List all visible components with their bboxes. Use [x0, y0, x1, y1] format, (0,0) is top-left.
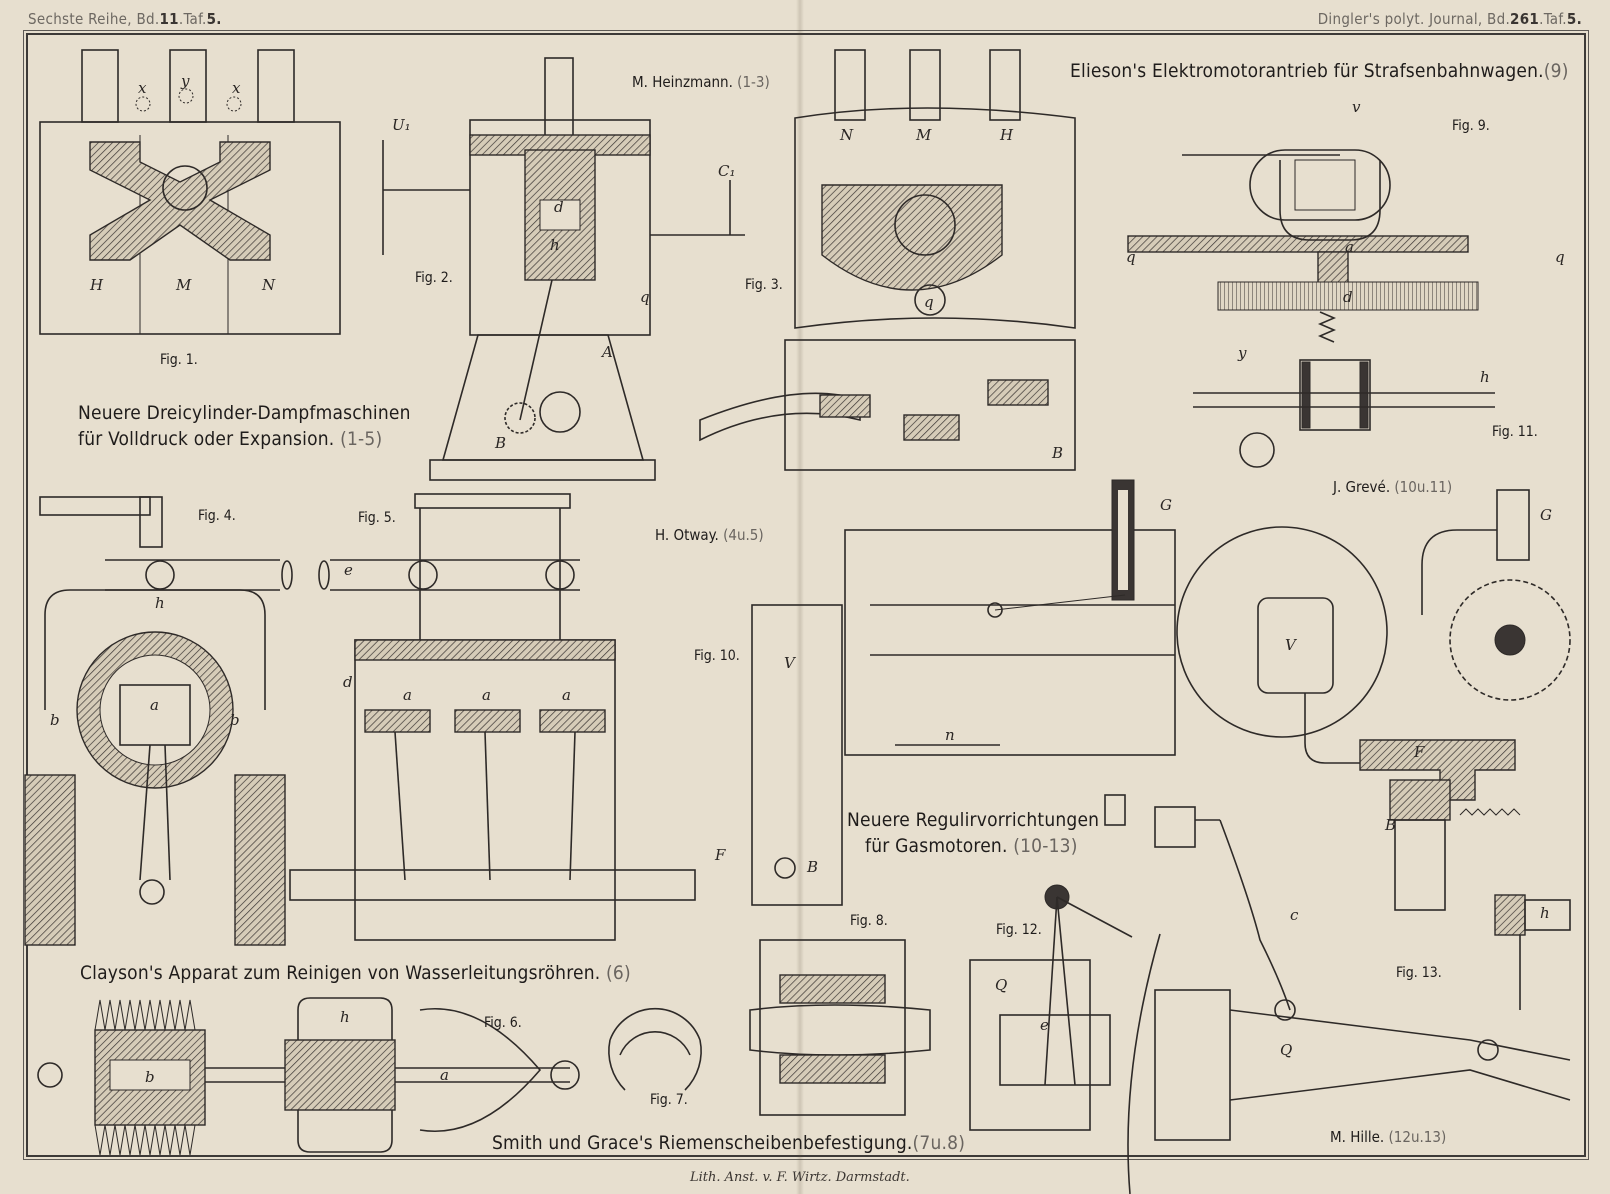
fig10-drawing: V GnF B [714, 479, 1176, 906]
svg-text:V: V [784, 654, 797, 672]
fig11-label: Fig. 11. [1492, 424, 1538, 440]
svg-text:b: b [145, 1068, 155, 1086]
fig13-drawing: Qc h [1154, 806, 1571, 1141]
svg-text:N: N [261, 276, 276, 294]
svg-text:h: h [155, 594, 165, 612]
svg-text:c: c [1290, 906, 1299, 924]
svg-text:b: b [50, 711, 60, 729]
fig7-drawing [608, 1007, 702, 1091]
plate-header-right: Dingler's polyt. Journal, Bd.261.Taf.5. [1317, 10, 1582, 28]
fig6-label: Fig. 6. [484, 1015, 522, 1031]
svg-text:B: B [1384, 816, 1396, 834]
fig2-drawing: d h qA B U₁ C₁ [382, 57, 745, 481]
svg-text:v: v [1352, 98, 1361, 116]
svg-text:M: M [915, 126, 932, 144]
fig9-drawing: a d v y h q q [1126, 98, 1565, 468]
svg-text:H: H [999, 126, 1014, 144]
svg-text:G: G [1540, 506, 1552, 524]
svg-text:Q: Q [995, 976, 1007, 994]
svg-text:q: q [1555, 248, 1565, 266]
svg-text:C₁: C₁ [718, 162, 736, 180]
svg-text:d: d [554, 198, 564, 216]
svg-text:a: a [150, 696, 159, 714]
svg-text:y: y [1237, 344, 1247, 362]
title-regulir: Neuere Regulirvorrichtungen für Gasmotor… [847, 809, 1100, 857]
author-heinzmann: M. Heinzmann. (1-3) [632, 73, 770, 91]
title-clayson: Clayson's Apparat zum Reinigen von Wasse… [80, 962, 631, 984]
svg-text:B: B [806, 858, 818, 876]
fig10-label: Fig. 10. [694, 648, 740, 664]
svg-text:e: e [344, 561, 353, 579]
svg-text:F: F [714, 846, 726, 864]
fig12-label: Fig. 12. [996, 922, 1042, 938]
svg-text:y: y [180, 72, 190, 90]
svg-text:n: n [945, 726, 955, 744]
svg-text:e: e [1040, 1016, 1049, 1034]
svg-text:b: b [230, 711, 240, 729]
plate-header-left: Sechste Reihe, Bd.11.Taf.5. [28, 10, 222, 28]
svg-text:d: d [343, 673, 353, 691]
fig9-label: Fig. 9. [1452, 118, 1490, 134]
fig6-drawing: b a h [37, 997, 580, 1156]
fig11-drawing: V G F B [1176, 489, 1571, 911]
svg-text:a: a [1345, 238, 1354, 256]
title-dampfmaschinen: Neuere Dreicylinder-Dampfmaschinen für V… [78, 402, 411, 450]
svg-text:A: A [600, 343, 613, 361]
svg-text:M: M [175, 276, 192, 294]
svg-text:a: a [562, 686, 571, 704]
svg-text:Q: Q [1280, 1041, 1292, 1059]
fig3-label: Fig. 3. [745, 277, 783, 293]
fig1-drawing: H M N x y x [39, 49, 341, 335]
svg-text:G: G [1160, 496, 1172, 514]
svg-text:q: q [640, 288, 650, 306]
svg-text:h: h [1540, 904, 1550, 922]
svg-text:q: q [924, 293, 934, 311]
fig13-label: Fig. 13. [1396, 965, 1442, 981]
svg-text:x: x [232, 79, 241, 97]
author-otway: H. Otway. (4u.5) [655, 526, 764, 544]
fig2-label: Fig. 2. [415, 270, 453, 286]
svg-text:x: x [138, 79, 147, 97]
svg-text:d: d [1343, 288, 1353, 306]
fig7-label: Fig. 7. [650, 1092, 688, 1108]
svg-text:V: V [1285, 636, 1298, 654]
svg-text:H: H [89, 276, 104, 294]
svg-text:h: h [1480, 368, 1490, 386]
fig1-label: Fig. 1. [160, 352, 198, 368]
title-smith-grace: Smith und Grace's Riemenscheibenbefestig… [492, 1132, 966, 1154]
svg-text:a: a [482, 686, 491, 704]
svg-text:a: a [440, 1066, 449, 1084]
book-fold [796, 0, 804, 1194]
title-elieson: Elieson's Elektromotorantrieb für Strafs… [1070, 60, 1569, 82]
fig12-drawing: Qe [969, 794, 1161, 1194]
lithographer-imprint: Lith. Anst. v. F. Wirtz. Darmstadt. [690, 1170, 910, 1185]
svg-text:q: q [1126, 248, 1136, 266]
svg-text:N: N [839, 126, 854, 144]
fig8-label: Fig. 8. [850, 913, 888, 929]
svg-text:F: F [1413, 743, 1425, 761]
svg-text:U₁: U₁ [392, 116, 411, 134]
fig5-label: Fig. 5. [358, 510, 396, 526]
fig8-drawing [749, 939, 931, 1116]
plate-border [26, 33, 1586, 1157]
author-greve: J. Grevé. (10u.11) [1333, 478, 1453, 496]
svg-text:B: B [494, 434, 506, 452]
svg-text:h: h [550, 236, 560, 254]
fig3-drawing: N M H qB [699, 49, 1076, 471]
svg-text:a: a [403, 686, 412, 704]
fig5-drawing: a a a d e [289, 493, 696, 941]
svg-text:B: B [1051, 444, 1063, 462]
author-hille: M. Hille. (12u.13) [1330, 1128, 1447, 1146]
fig4-drawing: a b b h [24, 496, 293, 946]
fig4-label: Fig. 4. [198, 508, 236, 524]
svg-text:h: h [340, 1008, 350, 1026]
